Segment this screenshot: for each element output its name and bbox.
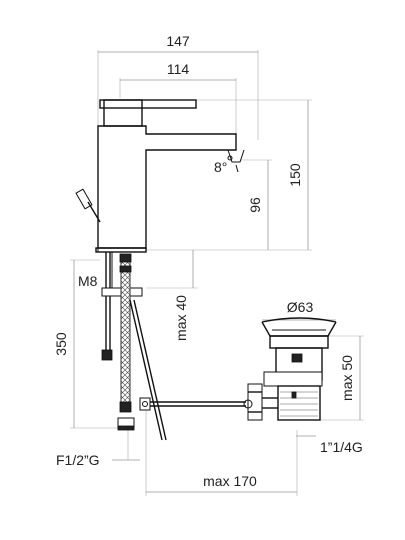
faucet-body: [75, 99, 245, 253]
dimension-labels: 147 114 150 96 8° M8 max 40 350 F1/2”G m…: [53, 33, 363, 489]
label-max-deck-thickness: max 40: [173, 295, 189, 341]
faucet-connections: [101, 252, 246, 441]
label-waste-reach: max 170: [203, 473, 257, 489]
label-connection-size: M8: [78, 273, 98, 289]
label-inlet-thread: F1/2”G: [56, 452, 100, 468]
label-total-height: 150: [287, 163, 303, 187]
dimension-lines: [70, 50, 364, 496]
label-hose-length: 350: [53, 332, 69, 356]
label-waste-diameter: Ø63: [287, 299, 314, 315]
label-spout-height: 96: [247, 197, 263, 213]
waste-drain: [243, 317, 337, 421]
label-waste-thread: 1”1/4G: [320, 439, 363, 455]
label-overall-width: 147: [166, 33, 190, 49]
label-waste-height: max 50: [339, 355, 355, 401]
label-spout-angle: 8°: [214, 159, 227, 175]
label-spout-reach: 114: [167, 61, 190, 77]
